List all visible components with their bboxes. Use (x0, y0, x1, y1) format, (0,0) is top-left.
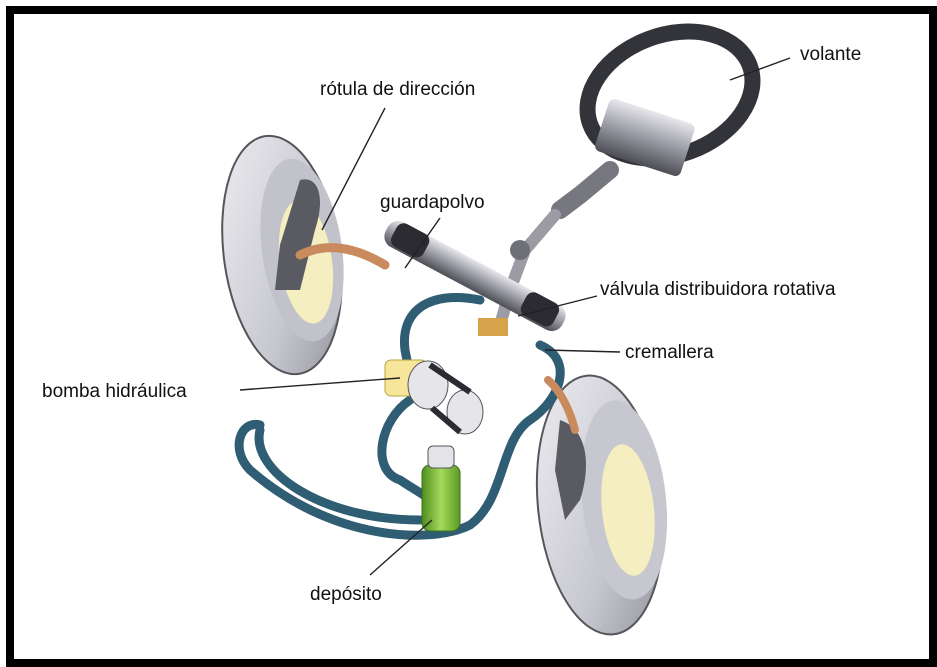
hydraulic-pump (385, 360, 483, 434)
label-valvula: válvula distribuidora rotativa (600, 279, 836, 300)
fluid-reservoir (422, 446, 460, 531)
label-guardapolvo: guardapolvo (380, 192, 485, 213)
steering-column (500, 10, 770, 325)
label-deposito: depósito (310, 584, 382, 605)
label-rotula: rótula de dirección (320, 79, 475, 100)
label-volante: volante (800, 44, 861, 65)
label-bomba: bomba hidráulica (42, 381, 187, 402)
left-wheel (208, 128, 356, 382)
label-cremallera: cremallera (625, 342, 714, 363)
